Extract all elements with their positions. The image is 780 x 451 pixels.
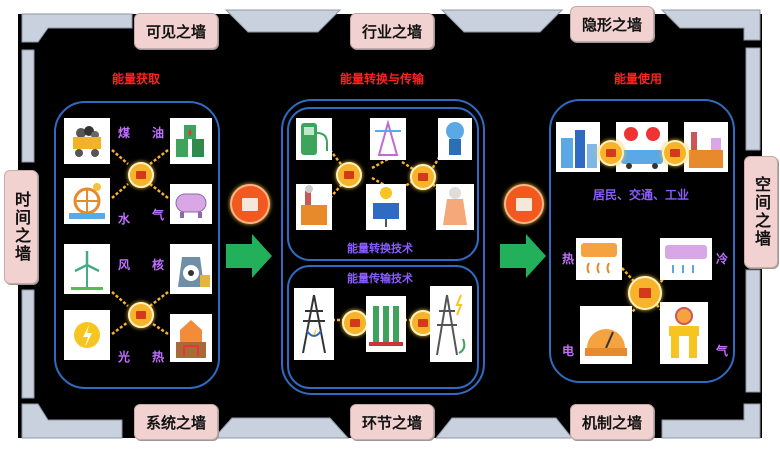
wind-turbine-icon (64, 244, 110, 294)
label-heat: 热 (152, 350, 165, 364)
label-use-heat: 热 (562, 252, 575, 266)
label-use-gas: 气 (716, 344, 729, 358)
wall-top-left: 可见之墙 (134, 13, 218, 49)
oil-barrels-icon (170, 118, 212, 164)
acquire-hub-bottom (128, 302, 154, 328)
label-wind: 风 (118, 258, 131, 272)
hydrogen-tower-icon (438, 118, 472, 160)
label-water: 水 (118, 212, 131, 226)
ev-charger-icon (296, 118, 332, 160)
factory-icon (684, 122, 728, 172)
power-meter-icon (580, 306, 632, 364)
use-center-hub (628, 276, 662, 310)
geothermal-icon (170, 314, 212, 362)
use-hub-2 (662, 140, 688, 166)
solar-panel-icon (366, 184, 406, 230)
wall-right: 空间之墙 (744, 156, 778, 268)
wall-bottom-left: 系统之墙 (134, 404, 218, 440)
label-use-cold: 冷 (716, 252, 729, 266)
use-title: 能量使用 (613, 72, 662, 86)
wall-left: 时间之墙 (4, 170, 38, 284)
water-wheel-icon (64, 178, 110, 224)
convert-sub1-ring (287, 107, 479, 261)
substation-icon (366, 296, 406, 352)
acquire-convert-hub (230, 184, 270, 224)
acquire-title: 能量获取 (111, 72, 160, 86)
convert-hub-1 (336, 162, 362, 188)
convert-sub1-label: 能量转换技术 (347, 242, 413, 255)
acquire-ring (54, 101, 220, 389)
traffic-icon (616, 122, 668, 172)
city-buildings-icon (556, 122, 600, 172)
transmit-hub-1 (342, 310, 368, 336)
solar-sun-icon (64, 310, 110, 360)
heater-icon (576, 238, 622, 280)
power-lab-icon (370, 118, 406, 160)
gas-tank-icon (170, 184, 212, 224)
use-users-label: 居民、交通、工业 (592, 188, 689, 202)
label-gas: 气 (152, 208, 165, 222)
cooling-tower-icon (436, 184, 474, 230)
coal-cart-icon (64, 118, 110, 164)
convert-sub2-ring (287, 265, 479, 389)
convert-ring (281, 99, 485, 395)
thermal-plant-icon (296, 184, 332, 230)
acquire-hub-top (128, 162, 154, 188)
wall-bottom-center: 环节之墙 (350, 404, 434, 440)
transmission-tower-icon (294, 288, 334, 360)
use-hub-1 (598, 140, 624, 166)
use-ring (549, 99, 735, 383)
label-solar: 光 (118, 350, 131, 364)
frame (21, 9, 761, 439)
arrow-convert-to-use (500, 234, 546, 278)
acquire-connectors (111, 149, 169, 336)
wall-top-center: 行业之墙 (350, 13, 434, 49)
wall-top-right: 隐形之墙 (570, 6, 654, 42)
pylon-plug-icon (430, 286, 472, 362)
convert-use-hub (504, 184, 544, 224)
gas-valve-icon (660, 302, 708, 364)
wall-bottom-right: 机制之墙 (570, 404, 654, 440)
convert-hub-2 (410, 164, 436, 190)
air-conditioner-icon (660, 238, 712, 280)
label-nuclear: 核 (152, 258, 165, 272)
arrow-acquire-to-convert (226, 234, 272, 278)
label-coal: 煤 (118, 126, 131, 140)
label-use-electric: 电 (562, 344, 575, 358)
nuclear-plant-icon (170, 244, 212, 294)
convert-title: 能量转换与传输 (339, 72, 424, 86)
label-oil: 油 (152, 126, 165, 140)
convert-sub2-label: 能量传输技术 (347, 272, 413, 285)
